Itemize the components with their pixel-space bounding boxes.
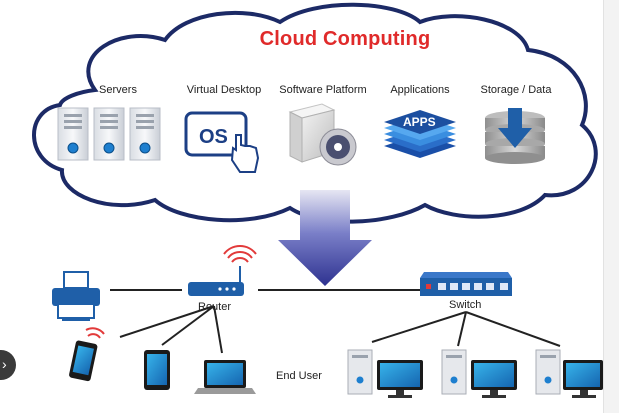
- tablet-icon: [144, 350, 170, 390]
- apps-text: APPS: [403, 115, 436, 129]
- service-label-virtual-desktop: Virtual Desktop: [186, 84, 262, 96]
- laptop-icon: [194, 360, 256, 394]
- software-box-disc-icon: [288, 103, 357, 166]
- desktop-computer-icon-3: [535, 349, 603, 398]
- desktop-computer-icon-1: [347, 349, 423, 398]
- router-icon: [188, 245, 257, 296]
- page-scroll-strip[interactable]: [603, 0, 619, 413]
- diagram-title: Cloud Computing: [259, 28, 431, 50]
- printer-icon: [52, 271, 100, 321]
- network-links: [110, 289, 561, 354]
- smartphone-icon: [69, 327, 105, 382]
- os-touch-screen-icon: OS: [184, 111, 260, 173]
- service-label-storage-data: Storage / Data: [480, 84, 552, 96]
- end-user-label: End User: [276, 370, 322, 382]
- server-rack-icon: [57, 107, 161, 161]
- desktop-computer-icon-2: [441, 349, 517, 398]
- service-label-software-platform: Software Platform: [279, 84, 367, 96]
- database-download-icon: [485, 108, 545, 164]
- router-label: Router: [198, 301, 232, 313]
- switch-label: Switch: [449, 299, 482, 311]
- apps-stack-icon: APPS: [384, 110, 456, 158]
- down-arrow-icon: [278, 190, 372, 286]
- service-label-applications: Applications: [390, 84, 450, 96]
- service-label-servers: Servers: [99, 84, 137, 96]
- chevron-right-icon: ›: [2, 356, 7, 372]
- os-text: OS: [199, 126, 228, 148]
- switch-icon: [420, 272, 512, 296]
- side-nav-button[interactable]: ›: [0, 350, 16, 380]
